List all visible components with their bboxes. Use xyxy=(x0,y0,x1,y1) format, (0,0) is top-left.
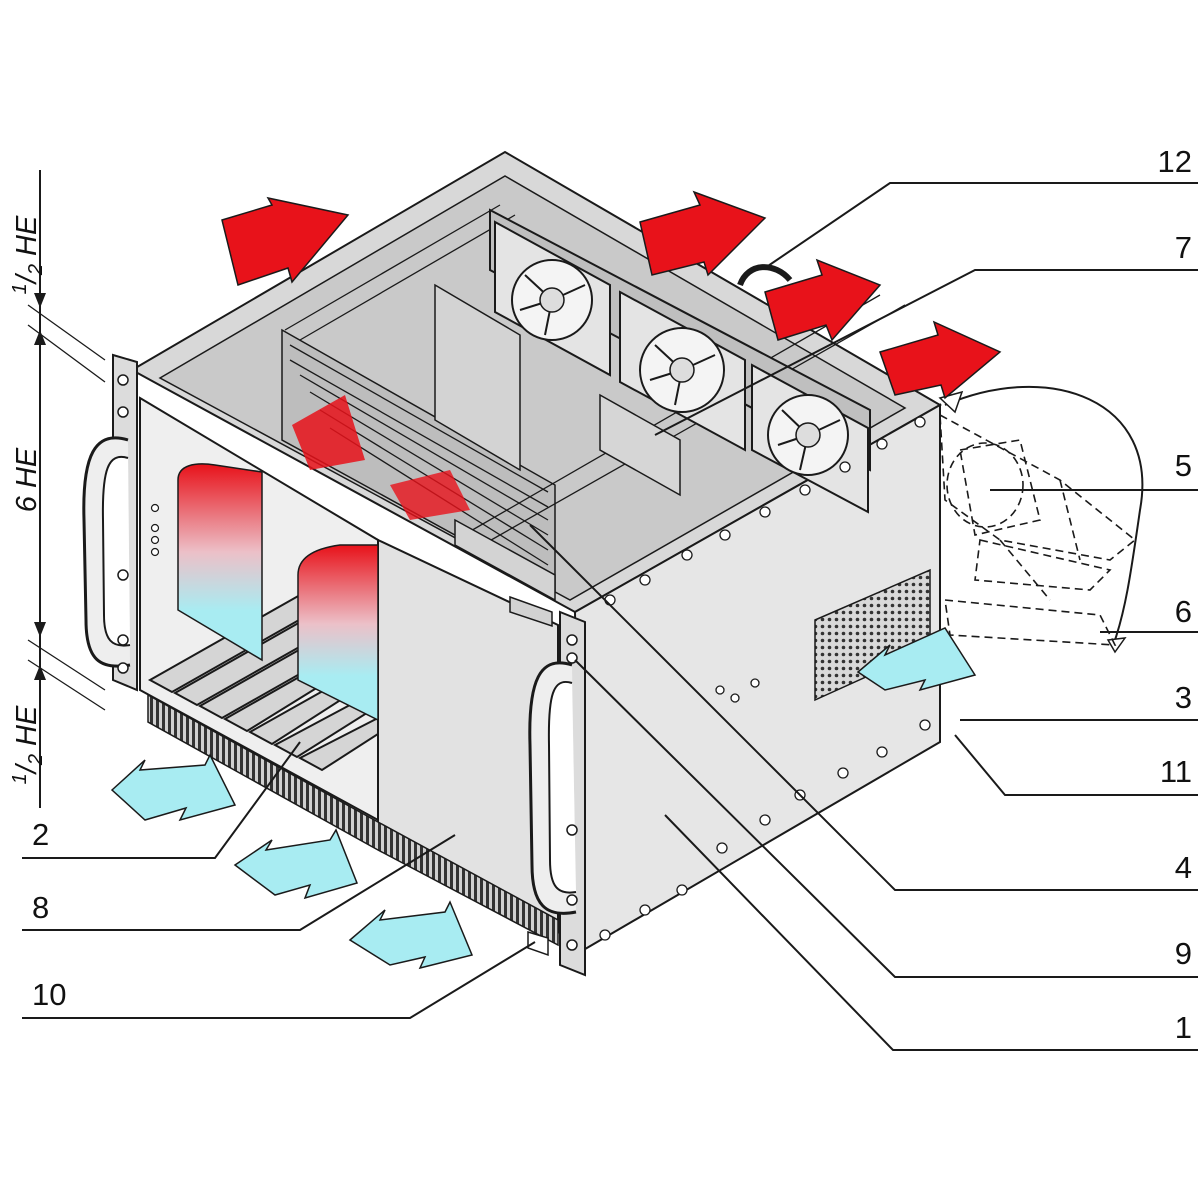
dimension-top-denominator: 2 xyxy=(25,264,47,276)
svg-text:1/2 HE: 1/2 HE xyxy=(9,215,47,294)
height-dimensions: 1/2 HE 6 HE 1/2 HE xyxy=(9,170,106,808)
svg-text:1/2 HE: 1/2 HE xyxy=(9,705,47,784)
plug-in-board xyxy=(434,283,521,472)
callout-6: 6 xyxy=(1175,594,1192,629)
dimension-bottom-unit: HE xyxy=(11,705,43,746)
power-switch[interactable] xyxy=(527,930,549,957)
chassis-cavity xyxy=(158,175,907,601)
connector-block xyxy=(454,518,556,602)
front-led-indicators xyxy=(150,503,160,557)
callout-11: 11 xyxy=(1160,754,1192,789)
chassis xyxy=(129,150,943,954)
fan-tray xyxy=(489,208,871,514)
dimension-bottom-half: 1/2 HE xyxy=(9,705,47,784)
fan-icon xyxy=(619,290,746,452)
air-arrow-icon xyxy=(856,627,977,692)
dimension-bottom-denominator: 2 xyxy=(25,754,47,766)
air-arrow-icon xyxy=(348,900,474,970)
callout-2: 2 xyxy=(32,817,49,852)
air-arrow-icon xyxy=(110,753,237,822)
dimension-top-numerator: 1 xyxy=(9,283,31,294)
dimension-bottom-numerator: 1 xyxy=(9,773,31,784)
cool-air-arrows xyxy=(110,627,977,970)
hot-zone-upper xyxy=(292,395,365,470)
airflow-path-left xyxy=(177,463,263,662)
right-handle-icon xyxy=(528,661,577,915)
air-arrow-icon xyxy=(221,196,350,286)
fan-icon xyxy=(494,220,611,377)
callout-8: 8 xyxy=(32,890,49,925)
status-display xyxy=(509,595,553,628)
dimension-top-half: 1/2 HE xyxy=(9,215,47,294)
rear-rails xyxy=(284,204,906,553)
front-details xyxy=(150,416,931,957)
dimension-middle: 6 HE xyxy=(11,447,43,512)
internal-airflow xyxy=(177,395,470,722)
rear-fan-tray-hinged xyxy=(938,385,1144,654)
dashed-fan-tray-outline xyxy=(939,413,1137,646)
fan-icon xyxy=(751,363,869,514)
air-arrow-icon xyxy=(764,258,882,342)
callout-4: 4 xyxy=(1175,850,1192,885)
callout-numbers: 12 7 5 6 3 11 4 9 1 2 8 10 xyxy=(32,144,1192,1045)
callout-5: 5 xyxy=(1175,448,1192,483)
left-handle-icon xyxy=(82,436,131,668)
air-arrow-icon xyxy=(639,190,767,277)
leader-lines xyxy=(22,182,1198,1051)
callout-3: 3 xyxy=(1175,680,1192,715)
callout-10: 10 xyxy=(32,977,66,1012)
dimension-top-unit: HE xyxy=(11,215,43,256)
rack-screws xyxy=(117,374,578,951)
fan-controller-board xyxy=(599,393,681,497)
hot-air-arrows xyxy=(221,190,1002,400)
callout-1: 1 xyxy=(1175,1010,1192,1045)
air-arrow-icon xyxy=(233,828,359,900)
fan-cable xyxy=(737,264,793,287)
front-rails xyxy=(82,353,586,977)
side-panel-screws xyxy=(599,416,931,941)
bottom-vent-strip xyxy=(147,693,559,947)
callout-12: 12 xyxy=(1158,144,1192,179)
air-arrow-icon xyxy=(879,320,1002,400)
hot-zone-middle xyxy=(390,470,470,520)
swing-arc-arrow xyxy=(944,385,1144,641)
airflow-path-right xyxy=(297,544,379,722)
callout-9: 9 xyxy=(1175,936,1192,971)
callout-7: 7 xyxy=(1175,230,1192,265)
